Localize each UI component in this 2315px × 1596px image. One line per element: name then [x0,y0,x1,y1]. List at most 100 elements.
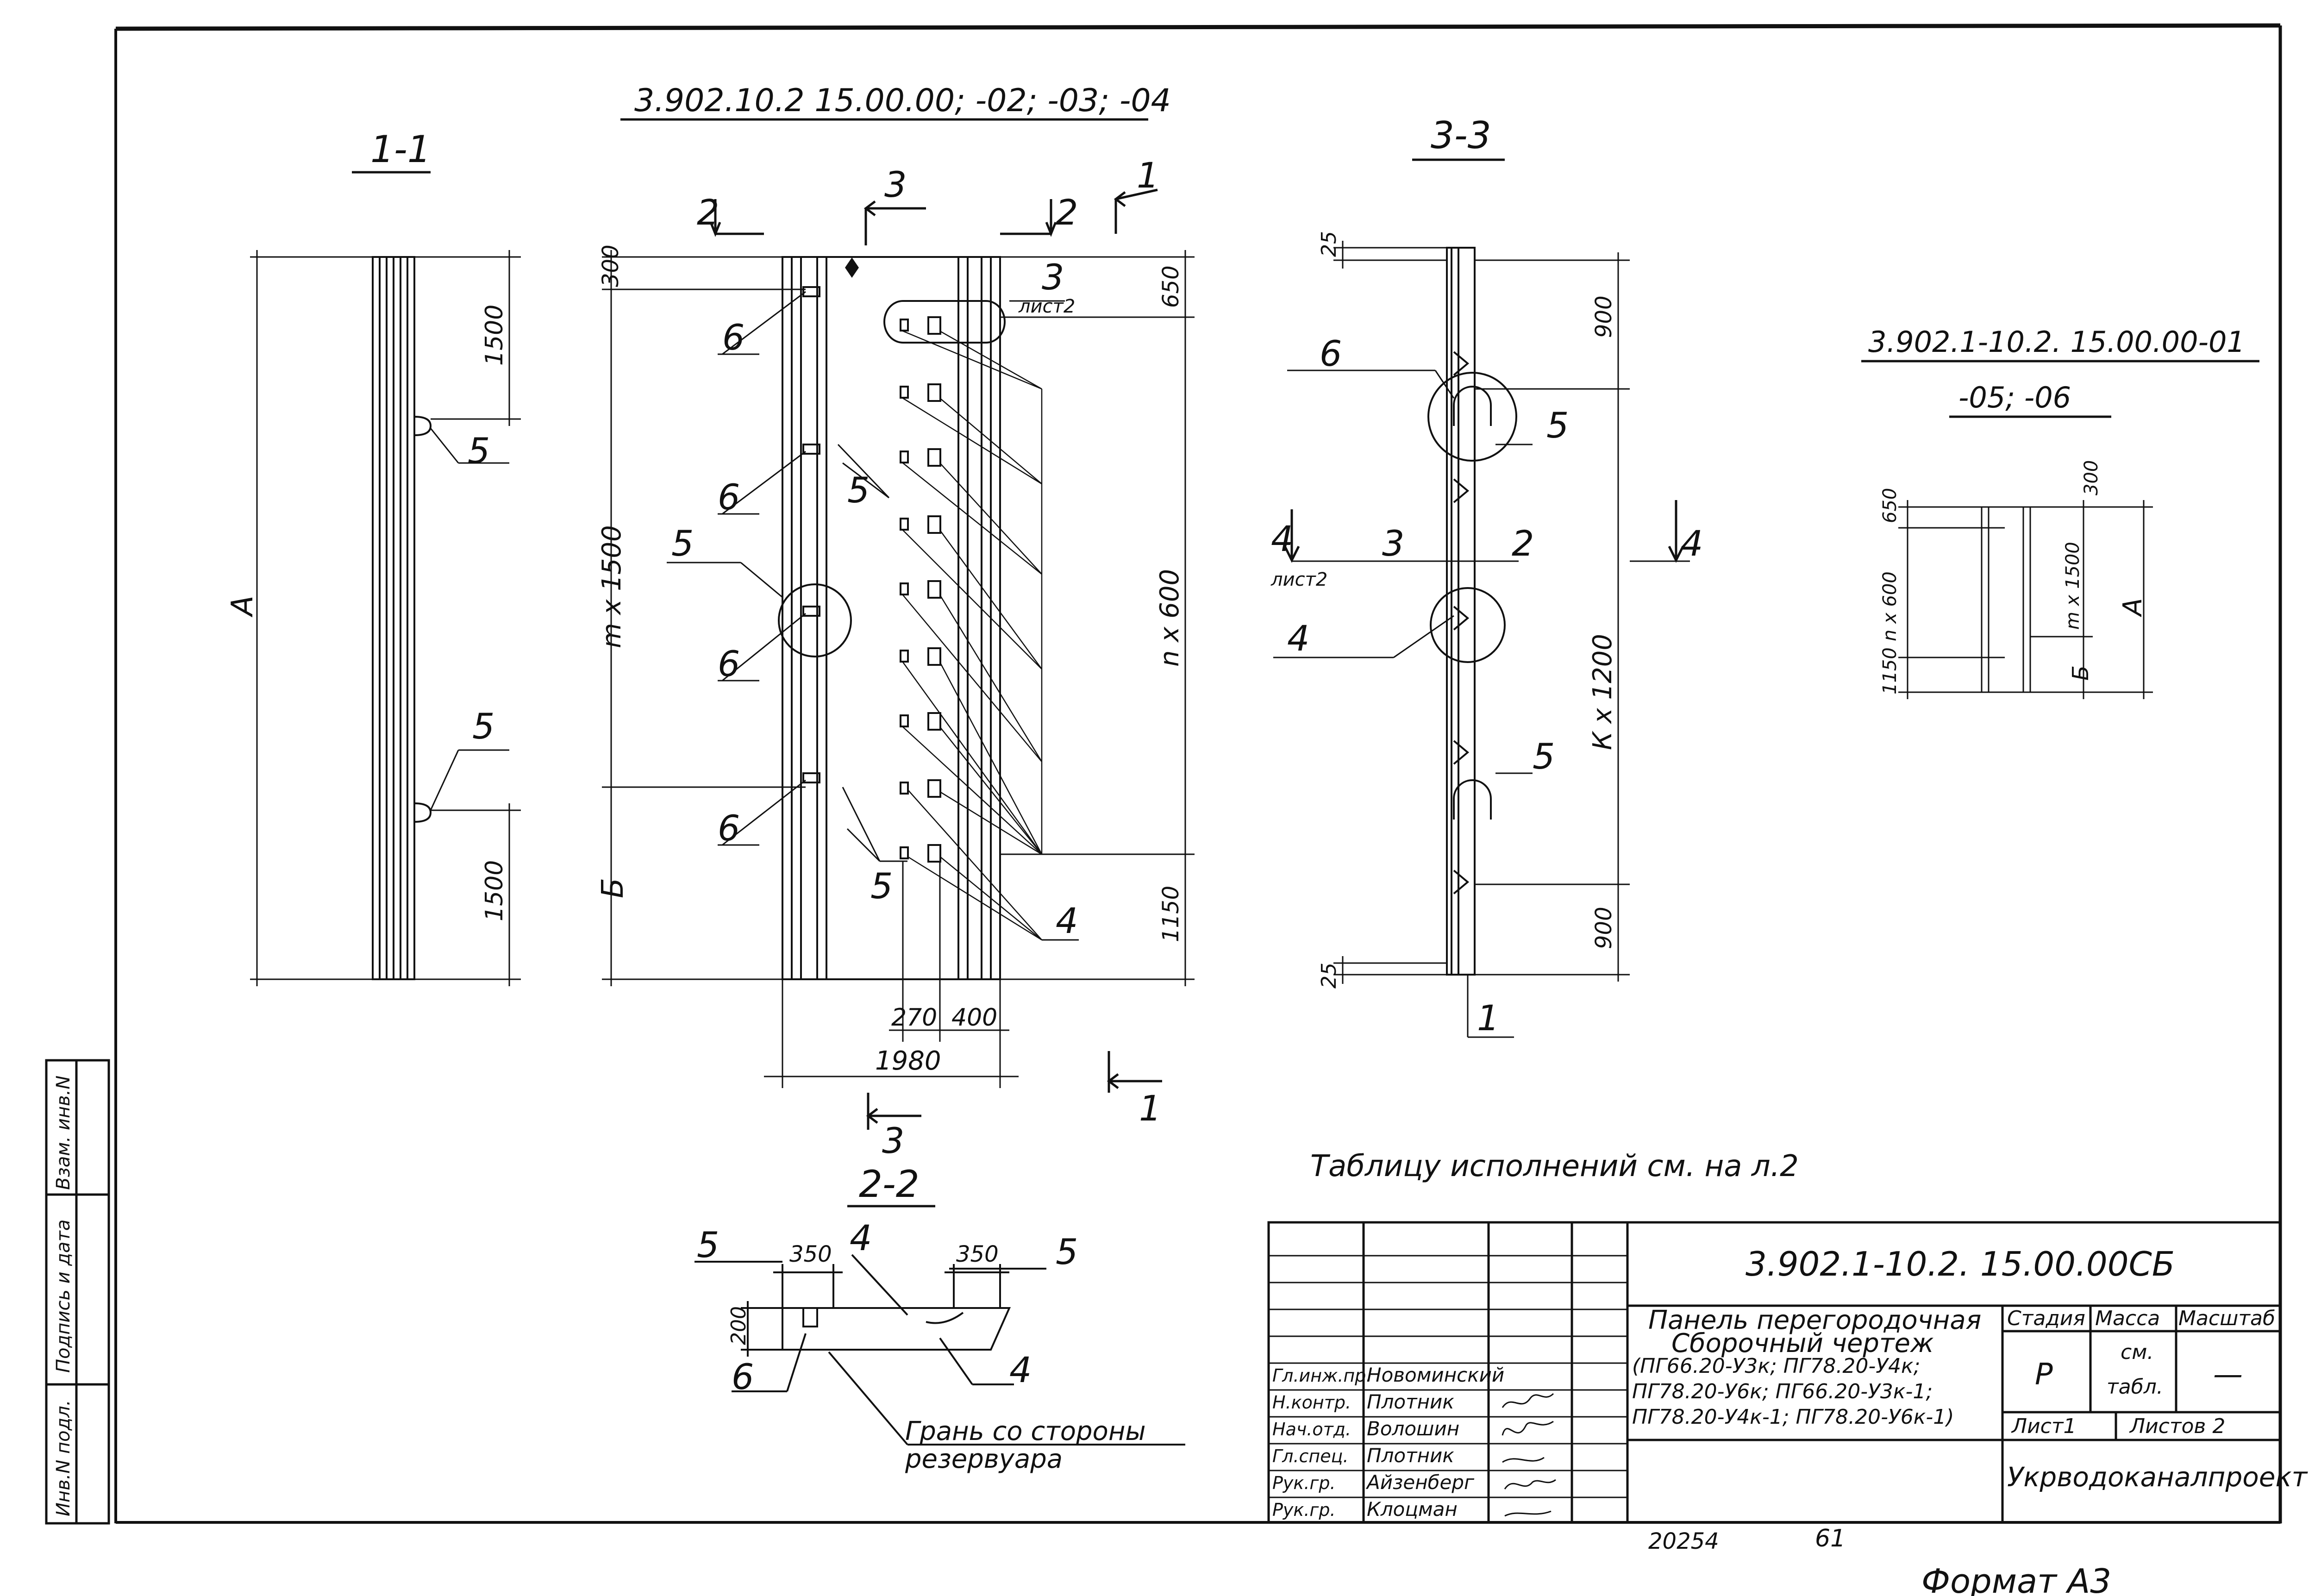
drawing-frame [114,23,2282,1524]
callout-6: 6 [718,807,740,849]
title-block [1267,1221,2282,1524]
callout-4: 4 [850,1217,872,1258]
role-group-head: Рук.гр. [1272,1473,1336,1493]
organization: Укрводоканалпроект [2007,1461,2308,1493]
anchor-bolts [883,300,1006,863]
cut-mark-4: 4 [1681,523,1703,564]
sheet-label: Лист1 [2011,1414,2077,1438]
callout-4: 4 [1287,618,1309,659]
section-1-1-label: 1-1 [370,128,431,171]
small-panel-view [1898,500,2153,699]
cut-mark-4: 4 [1271,518,1293,559]
section-2-2-label: 2-2 [859,1163,920,1206]
section-2-2-profile [694,1254,1185,1446]
sheets-label: Листов 2 [2129,1414,2225,1438]
callout-6: 6 [718,643,740,684]
callout-5: 5 [671,523,694,564]
right-designation-line2: -05; -06 [1958,381,2071,414]
inv-number: 20254 [1648,1528,1719,1554]
mass-value-line1: см. [2121,1340,2153,1364]
callout-5: 5 [468,430,490,471]
table-note: Таблицу исполнений см. на л.2 [1310,1149,1799,1183]
format-label: Формат А3 [1921,1562,2111,1596]
small-dim-300: 300 [2081,460,2102,495]
small-dim-A: А [2118,598,2148,617]
dim-25-bottom: 25 [1317,963,1341,989]
dim-A: А [225,595,260,618]
title-name-line4: ПГ78.20-У6к; ПГ66.20-У3к-1; [1632,1380,1933,1403]
title-name-line2: Сборочный чертеж [1671,1328,1933,1358]
side-stamp [45,1059,110,1525]
callout-6: 6 [732,1356,754,1397]
dim-350-right: 350 [956,1241,999,1267]
scale-value: — [2213,1358,2243,1392]
person-name: Плотник [1367,1390,1454,1413]
main-panel-view [778,256,1001,980]
callout-5: 5 [1546,405,1569,446]
scale-label: Масштаб [2178,1307,2275,1330]
cut-mark-2: 2 [1056,192,1078,233]
person-name: Плотник [1367,1444,1454,1467]
dim-1500-bottom: 1500 [481,860,508,921]
callout-6: 6 [718,476,740,518]
cut-mark-3: 3 [882,1120,904,1161]
title-doc-code: 3.902.1-10.2. 15.00.00СБ [1746,1245,2175,1283]
dim-1150: 1150 [1158,886,1184,942]
mass-value-line2: табл. [2107,1375,2163,1399]
callout-5: 5 [1533,736,1555,777]
dim-350-left: 350 [789,1241,832,1267]
dim-k1200: К x 1200 [1588,634,1618,750]
title-name-line5: ПГ78.20-У4к-1; ПГ78.20-У6к-1) [1632,1405,1954,1429]
title-name-line3: (ПГ66.20-У3к; ПГ78.20-У4к; [1632,1354,1920,1378]
stamp-inv-no: Инв.N подл. [53,1400,74,1516]
section-1-1-panel [372,256,432,980]
callout-6: 6 [722,317,745,358]
signatures [1502,1393,1556,1517]
cut-mark-1: 1 [1139,1088,1161,1129]
stage-label: Стадия [2007,1307,2085,1330]
top-designation: 3.902.10.2 15.00.00; -02; -03; -04 [634,82,1171,119]
dim-B: Б [596,878,630,898]
callout-1: 1 [1477,997,1499,1039]
stage-value: Р [2035,1358,2053,1392]
face-label-line1: Грань со стороны [905,1416,1146,1446]
page-number: 61 [1815,1525,1846,1552]
callout-5: 5 [870,865,893,907]
cut-mark-3: 3 [884,164,907,205]
stamp-replacement-inv: Взам. инв.N [53,1076,74,1190]
dim-n600: n x 600 [1155,569,1185,667]
sheet-ref: лист2 [1018,296,1075,317]
sheet-ref-3-3: лист2 [1270,569,1327,590]
callout-5: 5 [472,706,494,747]
mass-label: Масса [2095,1307,2160,1330]
dim-900-top: 900 [1591,295,1617,338]
dim-1980: 1980 [875,1046,941,1076]
role-dept-head: Нач.отд. [1272,1419,1351,1440]
cut-mark-1: 1 [1137,155,1159,196]
callout-6: 6 [1320,333,1342,374]
cut-mark-2: 2 [697,192,719,233]
dim-270: 270 [891,1004,937,1032]
person-name: Айзенберг [1365,1471,1475,1494]
callout-5: 5 [697,1224,719,1265]
cut-mark-3: 3 [1382,523,1404,564]
right-designation-line1: 3.902.1-10.2. 15.00.00-01 [1868,325,2245,359]
callout-3: 3 [1042,257,1064,298]
dim-300: 300 [598,244,624,287]
cut-mark-2: 2 [1512,523,1534,564]
cut-marks [709,188,1162,1130]
callout-5: 5 [847,469,870,511]
dim-400: 400 [951,1004,997,1032]
role-chief-specialist: Гл.спец. [1272,1446,1349,1466]
small-dim-n600: n x 600 [1879,571,1901,641]
role-norm-control: Н.контр. [1272,1392,1351,1413]
dim-900-bottom: 900 [1591,907,1617,949]
dim-25-top: 25 [1317,231,1341,257]
section-3-3-panel [1427,247,1517,976]
role-chief-engineer: Гл.инж.пр. [1272,1365,1371,1386]
dim-m1500: m x 1500 [597,525,627,648]
role-group-head: Рук.гр. [1272,1500,1336,1520]
small-dim-1150: 1150 [1879,647,1901,695]
section-3-3-label: 3-3 [1431,114,1491,157]
